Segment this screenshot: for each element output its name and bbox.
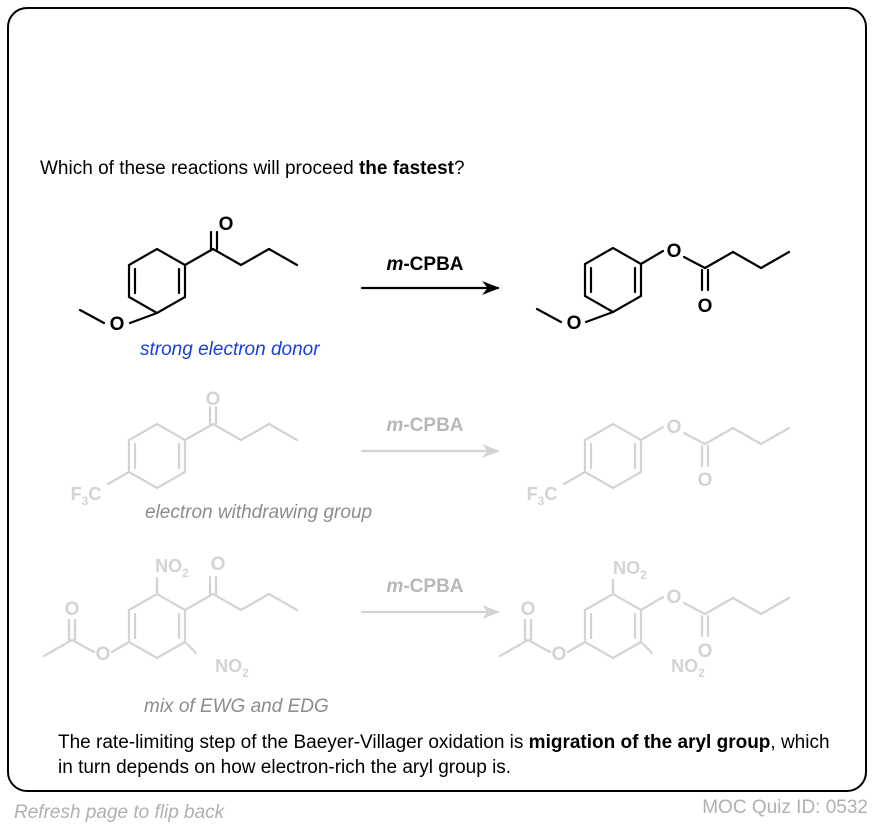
r3-product-acetate-oxygen-label: O bbox=[552, 644, 567, 665]
r3-bottom-nitro-label: NO2 bbox=[215, 656, 249, 680]
r2-product-cf3-label: F3C bbox=[527, 484, 558, 508]
reaction-3-product: O O NO2 NO2 O O bbox=[498, 558, 791, 680]
reaction-2-reagent: m-CPBA bbox=[386, 415, 463, 436]
cf3-label: F3C bbox=[71, 484, 102, 508]
reaction-2-product: O O F3C bbox=[527, 417, 791, 508]
reaction-1-product: O O O bbox=[535, 241, 791, 334]
r3-ketone-oxygen-label: O bbox=[211, 554, 226, 575]
reaction-2-starting-material: O F3C bbox=[71, 389, 299, 508]
r3-product-bottom-nitro-label: NO2 bbox=[671, 656, 705, 680]
r3-product-acetate-carbonyl-oxygen-label: O bbox=[521, 599, 536, 620]
answer-explanation: The rate-limiting step of the Baeyer-Vil… bbox=[58, 732, 830, 778]
ester-carbonyl-oxygen-label: O bbox=[698, 296, 713, 317]
reaction-1-starting-material: O O bbox=[78, 214, 299, 335]
reaction-3-caption: mix of EWG and EDG bbox=[144, 696, 329, 717]
reaction-3-reagent: m-CPBA bbox=[386, 576, 463, 597]
r2-ester-oxygen-label: O bbox=[667, 417, 682, 438]
question-text: Which of these reactions will proceed th… bbox=[40, 158, 465, 179]
quiz-id: MOC Quiz ID: 0532 bbox=[702, 797, 868, 818]
flip-back-hint[interactable]: Refresh page to flip back bbox=[14, 802, 225, 823]
reaction-3[interactable]: O NO2 NO2 O O m-CPBA O O bbox=[42, 554, 791, 717]
reaction-1[interactable]: O O m-CPBA O O O strong electron donor bbox=[78, 214, 791, 360]
r3-ester-oxygen-label: O bbox=[667, 587, 682, 608]
ester-oxygen-label: O bbox=[667, 241, 682, 262]
r3-top-nitro-label: NO2 bbox=[155, 556, 189, 580]
r2-ester-carbonyl-oxygen-label: O bbox=[698, 470, 713, 491]
carbonyl-oxygen-label: O bbox=[219, 214, 234, 235]
product-methoxy-oxygen-label: O bbox=[567, 313, 582, 334]
quiz-card[interactable] bbox=[7, 7, 867, 792]
methoxy-oxygen-label: O bbox=[110, 314, 125, 335]
reaction-1-reagent: m-CPBA bbox=[386, 254, 463, 275]
r3-acetate-oxygen-label: O bbox=[96, 644, 111, 665]
r3-product-top-nitro-label: NO2 bbox=[613, 558, 647, 582]
cf3-carbonyl-oxygen-label: O bbox=[206, 389, 221, 410]
reaction-2[interactable]: O F3C m-CPBA O O F3C electron withdrawin… bbox=[71, 389, 791, 523]
reaction-2-caption: electron withdrawing group bbox=[145, 502, 372, 523]
r3-ester-carbonyl-oxygen-label: O bbox=[698, 641, 713, 662]
reaction-3-starting-material: O NO2 NO2 O O bbox=[42, 554, 299, 680]
r3-acetate-carbonyl-oxygen-label: O bbox=[65, 599, 80, 620]
reaction-1-caption: strong electron donor bbox=[140, 339, 320, 360]
